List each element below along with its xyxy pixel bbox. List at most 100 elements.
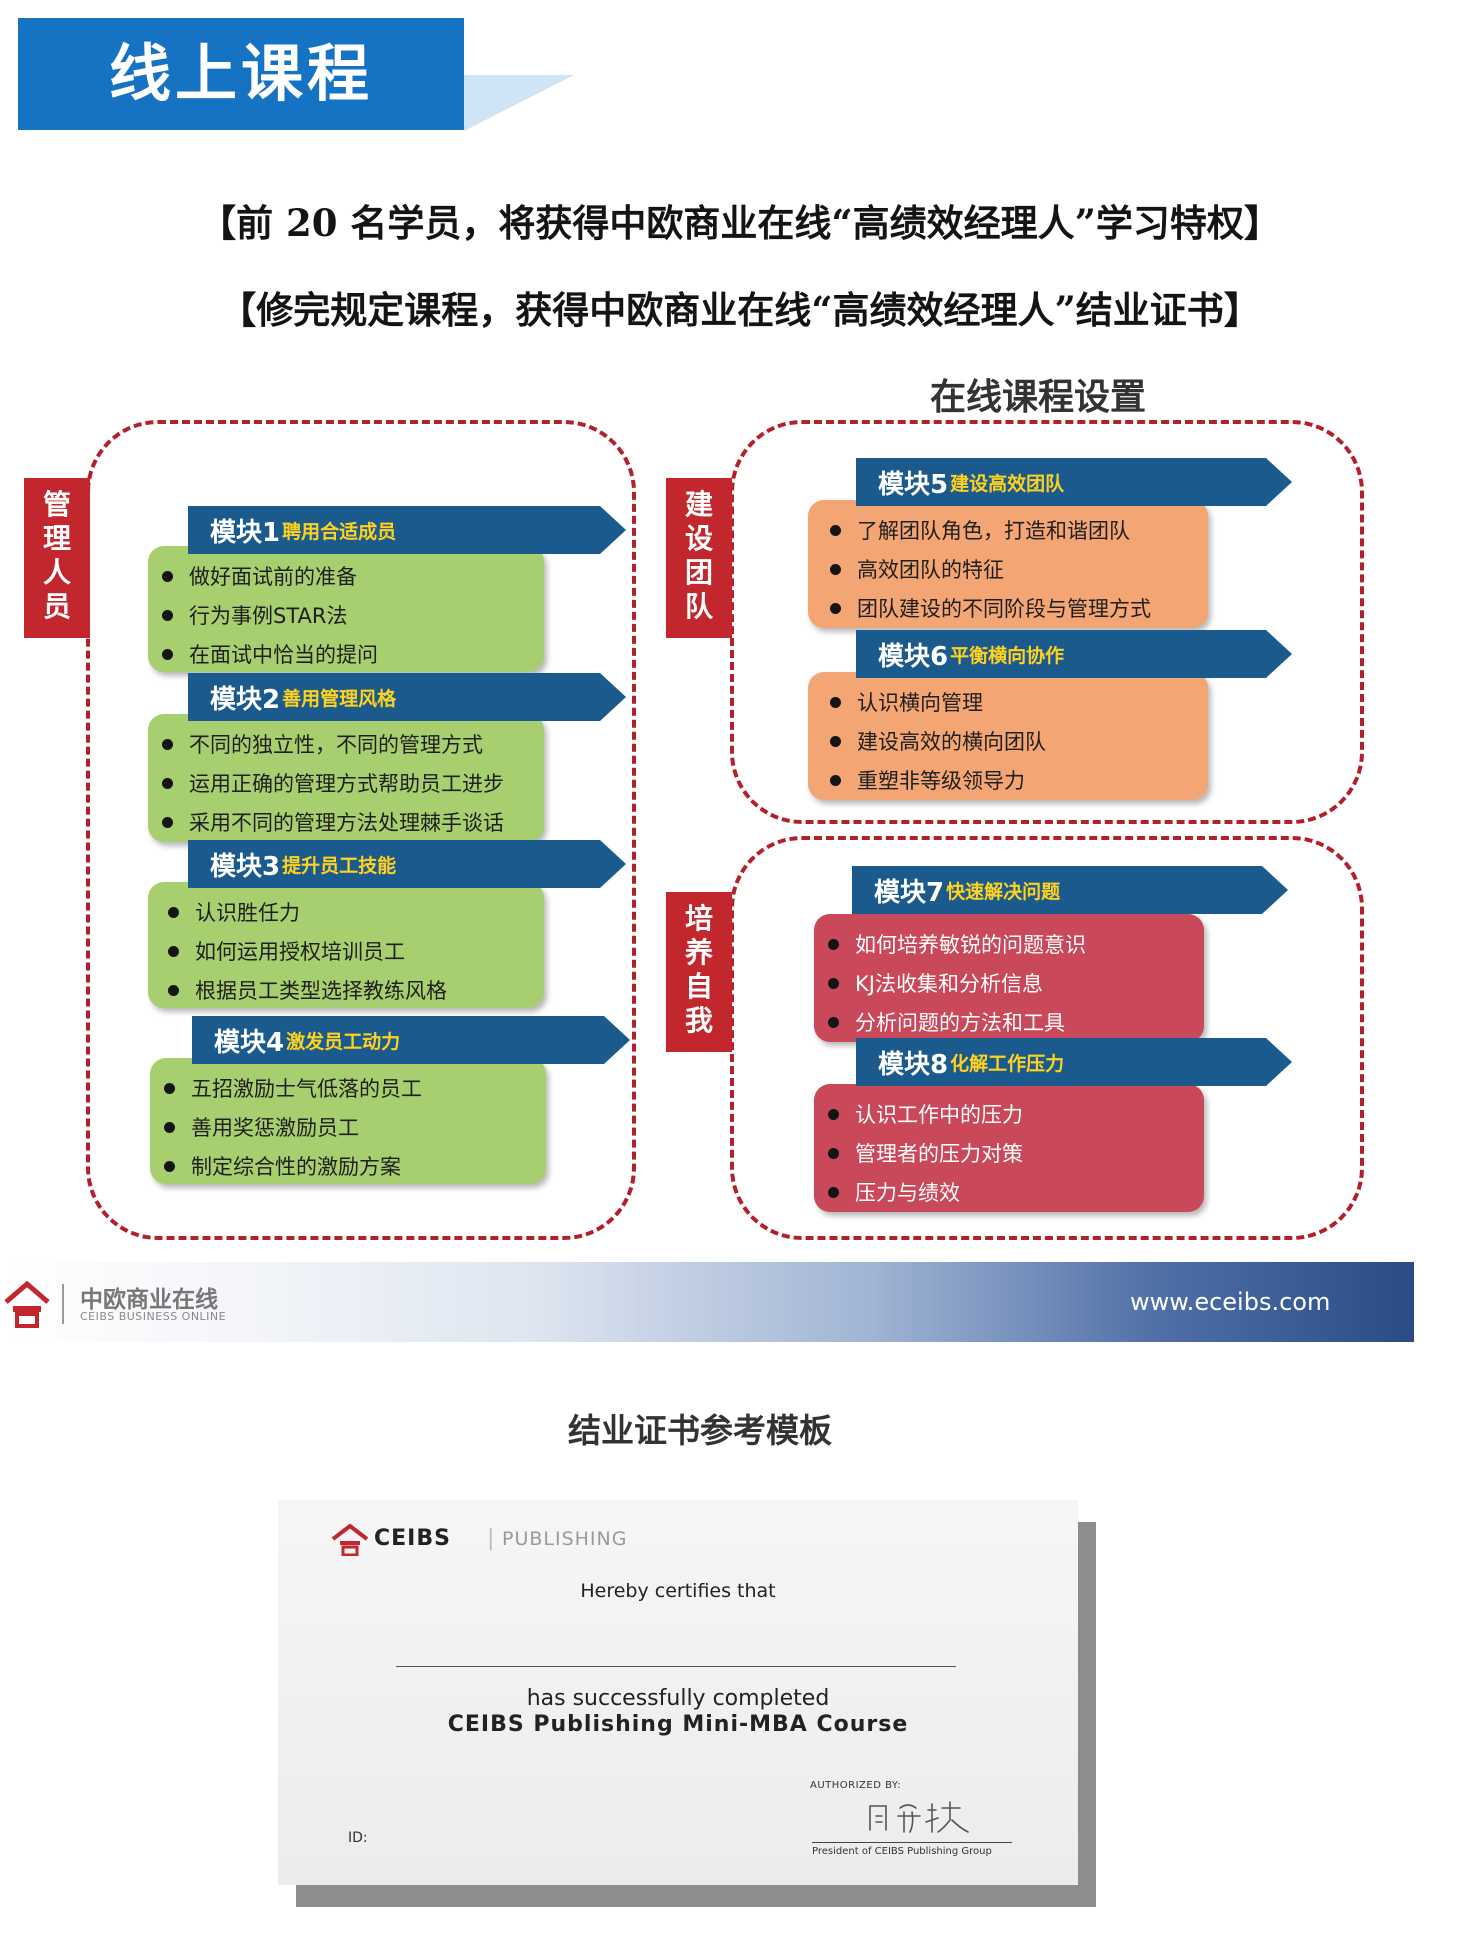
group-label-char: 培 — [684, 902, 713, 935]
item-text: 根据员工类型选择教练风格 — [195, 979, 447, 1003]
item-text: 认识横向管理 — [857, 691, 983, 715]
item-text: 重塑非等级领导力 — [857, 769, 1025, 793]
notice-line-2: 【修完规定课程，获得中欧商业在线“高绩效经理人”结业证书】 — [219, 288, 1261, 332]
cert-signature-line — [812, 1842, 1012, 1843]
module-subtitle: 快速解决问题 — [946, 880, 1061, 903]
list-item: 五招激励士气低落的员工 — [164, 1070, 546, 1109]
group-label-team: 建 设 团 队 — [666, 478, 732, 638]
bullet-dot-icon — [828, 1108, 839, 1120]
website-link[interactable]: www.eceibs.com — [1130, 1288, 1331, 1316]
list-item: 根据员工类型选择教练风格 — [168, 972, 544, 1011]
list-item: 如何培养敏锐的问题意识 — [828, 926, 1204, 965]
bullet-dot-icon — [162, 570, 173, 582]
item-text: 高效团队的特征 — [857, 558, 1004, 582]
module-subtitle: 提升员工技能 — [282, 854, 397, 877]
cert-authorized-by: AUTHORIZED BY: — [810, 1780, 902, 1791]
list-item: 建设高效的横向团队 — [830, 723, 1208, 762]
list-item: 重塑非等级领导力 — [830, 762, 1208, 801]
group-label-char: 自 — [684, 970, 713, 1003]
item-text: 善用奖惩激励员工 — [191, 1116, 359, 1140]
group-label-char: 养 — [684, 936, 713, 969]
arrow-tip-icon — [600, 506, 626, 554]
bullet-dot-icon — [162, 816, 173, 828]
signature-icon — [869, 1801, 969, 1833]
item-text: 在面试中恰当的提问 — [189, 643, 378, 667]
module-subtitle: 激发员工动力 — [286, 1030, 401, 1053]
arrow-tip-icon — [600, 673, 626, 721]
list-item: 善用奖惩激励员工 — [164, 1109, 546, 1148]
cert-id-label: ID: — [348, 1830, 368, 1846]
list-item: 认识胜任力 — [168, 894, 544, 933]
module-name: 模块7 — [874, 877, 945, 908]
bullet-dot-icon — [168, 906, 179, 918]
item-text: 团队建设的不同阶段与管理方式 — [857, 597, 1151, 621]
arrow-tip-icon — [1262, 866, 1288, 914]
group-label-char: 团 — [684, 556, 713, 589]
list-item: 行为事例STAR法 — [162, 597, 544, 636]
group-label-char: 队 — [684, 590, 713, 623]
list-item: 采用不同的管理方法处理棘手谈话 — [162, 804, 544, 843]
module-subtitle: 聘用合适成员 — [282, 520, 397, 543]
cert-logo-text: CEIBS — [374, 1526, 451, 1551]
cert-line-certifies: Hereby certifies that — [580, 1580, 776, 1602]
item-text: 管理者的压力对策 — [855, 1142, 1023, 1166]
bullet-dot-icon — [162, 609, 173, 621]
group-label-char: 管 — [42, 488, 71, 521]
list-item: 运用正确的管理方式帮助员工进步 — [162, 765, 544, 804]
module-1-card: 做好面试前的准备 行为事例STAR法 在面试中恰当的提问 — [148, 546, 544, 672]
group-label-char: 理 — [42, 522, 71, 555]
bullet-dot-icon — [164, 1160, 175, 1172]
group-label-self: 培 养 自 我 — [666, 892, 732, 1052]
module-name: 模块1 — [210, 517, 281, 548]
cert-logo-separator: | — [487, 1526, 495, 1551]
item-text: 建设高效的横向团队 — [857, 730, 1046, 754]
bullet-dot-icon — [162, 738, 173, 750]
module-name: 模块4 — [214, 1027, 285, 1058]
item-text: 行为事例STAR法 — [189, 604, 348, 628]
arrow-tip-icon — [600, 840, 626, 888]
certificate-template: CEIBS | PUBLISHING Hereby certifies that… — [278, 1500, 1078, 1885]
bullet-dot-icon — [830, 735, 841, 747]
module-subtitle: 建设高效团队 — [950, 472, 1065, 495]
bullet-dot-icon — [830, 774, 841, 786]
cert-name-line — [396, 1666, 956, 1667]
bullet-dot-icon — [164, 1121, 175, 1133]
list-item: 管理者的压力对策 — [828, 1135, 1204, 1174]
page-title: 线上课程 — [108, 37, 373, 110]
group-label-char: 建 — [684, 488, 713, 521]
module-name: 模块8 — [878, 1049, 949, 1080]
module-2-card: 不同的独立性，不同的管理方式 运用正确的管理方式帮助员工进步 采用不同的管理方法… — [148, 714, 544, 842]
list-item: 在面试中恰当的提问 — [162, 636, 544, 675]
item-text: 不同的独立性，不同的管理方式 — [189, 733, 483, 757]
module-3-card: 认识胜任力 如何运用授权培训员工 根据员工类型选择教练风格 — [148, 882, 544, 1008]
bullet-dot-icon — [162, 648, 173, 660]
group-label-manager: 管 理 人 员 — [24, 478, 90, 638]
bullet-dot-icon — [828, 977, 839, 989]
group-label-char: 设 — [684, 522, 713, 555]
item-text: KJ法收集和分析信息 — [855, 972, 1043, 996]
list-item: 高效团队的特征 — [830, 551, 1208, 590]
arrow-tip-icon — [604, 1016, 630, 1064]
section-title: 在线课程设置 — [930, 377, 1147, 418]
list-item: 不同的独立性，不同的管理方式 — [162, 726, 544, 765]
module-subtitle: 善用管理风格 — [282, 687, 397, 710]
bullet-dot-icon — [168, 945, 179, 957]
group-label-char: 人 — [42, 556, 71, 589]
header-tail-decoration — [464, 75, 574, 131]
list-item: 做好面试前的准备 — [162, 558, 544, 597]
cert-line-completed: has successfully completed — [526, 1686, 830, 1711]
module-subtitle: 平衡横向协作 — [950, 644, 1065, 667]
ceibs-house-logo-icon — [4, 1280, 50, 1328]
item-text: 如何运用授权培训员工 — [195, 940, 405, 964]
